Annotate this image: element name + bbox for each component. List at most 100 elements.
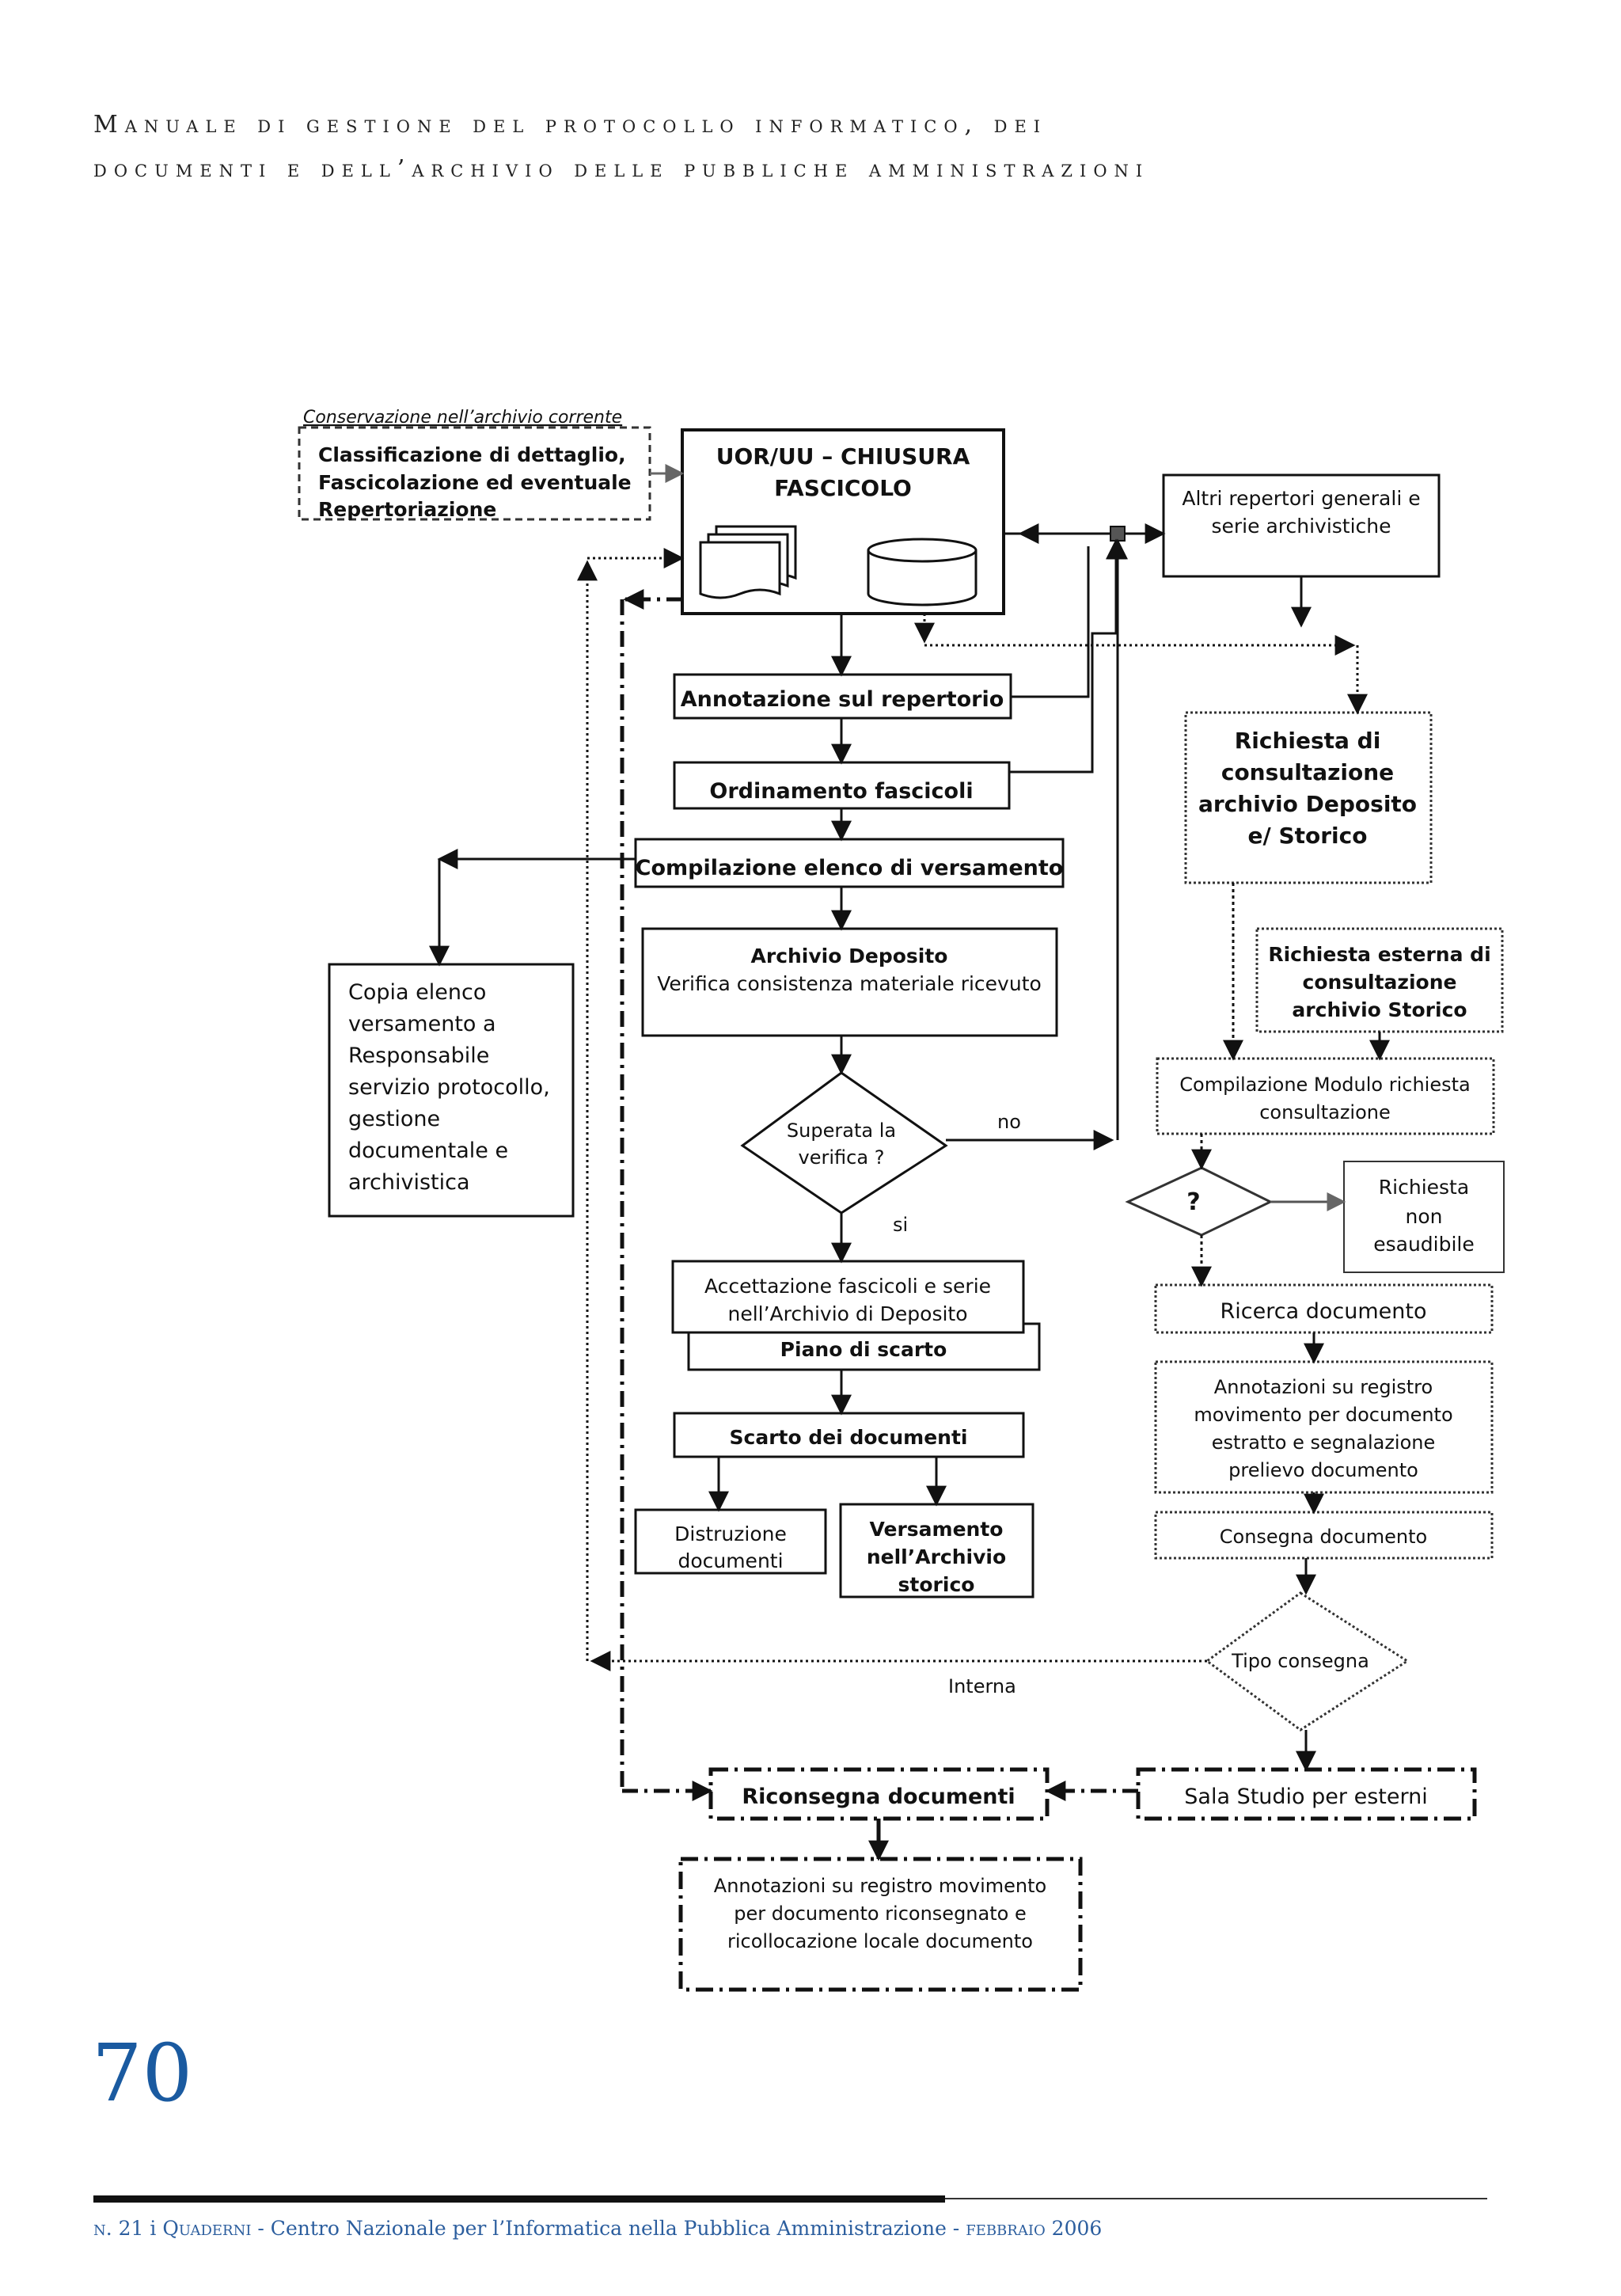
copia-elenco-line-3: Responsabile [348, 1043, 489, 1068]
line-annotazione-junction [1011, 546, 1090, 698]
riconsegna-label: Riconsegna documenti [742, 1785, 1015, 1809]
compilazione-elenco-box: Compilazione elenco di versamento [634, 838, 1065, 888]
annotazioni-registro-line-1: Annotazioni su registro [1214, 1376, 1433, 1398]
accettazione-line-2: nell’Archivio di Deposito [727, 1302, 967, 1325]
richiesta-non-line-2: non [1406, 1205, 1443, 1228]
footer-bar [93, 2195, 945, 2203]
distruzione-documenti-box: Distruzione documenti [634, 1508, 827, 1575]
copia-elenco-line-7: archivistica [348, 1170, 470, 1195]
riconsegna-documenti-box: Riconsegna documenti [708, 1767, 1050, 1821]
uor-title-line-1: UOR/UU – CHIUSURA [716, 443, 970, 469]
distruzione-line-2: documenti [678, 1549, 783, 1572]
copia-elenco-line-2: versamento a [348, 1012, 496, 1036]
footer-year: 2006 [1045, 2217, 1103, 2240]
footer-month: febbraio [966, 2217, 1046, 2240]
accettazione-box: Accettazione fascicoli e serie nell’Arch… [671, 1260, 1025, 1334]
classificazione-box: Conservazione nell’archivio corrente Cla… [298, 408, 651, 521]
verifica-line-1: Superata la [787, 1119, 896, 1142]
classificazione-line-1: Classificazione di dettaglio, [318, 443, 626, 466]
arrow-ordinamento-junction [1009, 538, 1126, 774]
copia-elenco-line-1: Copia elenco [348, 980, 486, 1005]
verifica-decision: Superata la verifica ? [740, 1071, 948, 1215]
header-title-line-1: Manuale di gestione del protocollo infor… [93, 111, 1048, 139]
compilazione-modulo-line-1: Compilazione Modulo richiesta [1179, 1074, 1470, 1096]
annotazioni-registro-box: Annotazioni su registro movimento per do… [1154, 1360, 1494, 1494]
archivio-deposito-box: Archivio Deposito Verifica consistenza m… [641, 927, 1058, 1037]
sala-studio-box: Sala Studio per esterni [1136, 1767, 1477, 1821]
annotazione-repertorio-label: Annotazione sul repertorio [681, 687, 1004, 712]
annotazioni-riconsegna-line-2: per documento riconsegnato e [734, 1903, 1026, 1925]
consegna-documento-box: Consegna documento [1154, 1511, 1494, 1560]
copia-elenco-line-6: documentale e [348, 1138, 508, 1163]
annotazioni-registro-line-4: prelievo documento [1228, 1459, 1418, 1481]
classificazione-line-3: Repertoriazione [318, 498, 496, 521]
classificazione-line-2: Fascicolazione ed eventuale [318, 471, 632, 494]
richiesta-consultazione-box: Richiesta di consultazione archivio Depo… [1184, 711, 1433, 884]
tipo-consegna-label: Tipo consegna [1231, 1650, 1369, 1672]
footer-rule [945, 2198, 1487, 2199]
richiesta-non-line-3: esaudibile [1373, 1233, 1475, 1256]
page-number: 70 [92, 2027, 193, 2119]
richiesta-esterna-line-3: archivio Storico [1292, 998, 1467, 1021]
ricerca-documento-box: Ricerca documento [1154, 1283, 1494, 1334]
footer-publisher: - Centro Nazionale per l’Informatica nel… [251, 2217, 966, 2240]
footer: n. 21 i Quaderni - Centro Nazionale per … [93, 2217, 1102, 2240]
altri-repertori-box: Altri repertori generali e serie archivi… [1162, 473, 1441, 578]
annotazione-repertorio-box: Annotazione sul repertorio [673, 673, 1012, 720]
footer-series: Quaderni [162, 2217, 252, 2240]
altri-repertori-line-2: serie archivistiche [1211, 515, 1391, 538]
scarto-documenti-box: Scarto dei documenti [673, 1412, 1025, 1458]
piano-scarto-label: Piano di scarto [780, 1338, 947, 1361]
junction-square [1110, 526, 1126, 542]
accettazione-line-1: Accettazione fascicoli e serie [704, 1275, 991, 1298]
ricerca-label: Ricerca documento [1220, 1299, 1427, 1324]
copia-elenco-box: Copia elenco versamento a Responsabile s… [328, 963, 575, 1218]
uor-title-line-2: FASCICOLO [774, 475, 912, 501]
annotazioni-registro-line-3: estratto e segnalazione [1212, 1431, 1436, 1454]
richiesta-esterna-line-2: consultazione [1303, 971, 1457, 994]
versamento-storico-line-1: Versamento [870, 1518, 1004, 1541]
richiesta-esterna-box: Richiesta esterna di consultazione archi… [1255, 927, 1504, 1033]
copia-elenco-line-5: gestione [348, 1107, 440, 1131]
footer-sep: i [143, 2217, 163, 2240]
tipo-consegna-decision: Tipo consegna [1205, 1591, 1410, 1732]
verifica-line-2: verifica ? [799, 1146, 885, 1169]
si-label: si [893, 1214, 908, 1236]
richiesta-esterna-line-1: Richiesta esterna di [1268, 943, 1490, 966]
ordinamento-label: Ordinamento fascicoli [709, 779, 973, 804]
richiesta-non-esaudibile-box: Richiesta non esaudibile [1343, 1161, 1505, 1273]
distruzione-line-1: Distruzione [674, 1522, 787, 1545]
annotazioni-riconsegna-line-3: ricollocazione locale documento [727, 1930, 1033, 1952]
database-icon [867, 538, 978, 606]
archivio-deposito-line-2: Verifica consistenza materiale ricevuto [657, 972, 1042, 995]
header-title-line-2: documenti e dell’archivio delle pubblich… [93, 155, 1150, 183]
richiesta-non-line-1: Richiesta [1379, 1176, 1469, 1199]
ordinamento-fascicoli-box: Ordinamento fascicoli [673, 761, 1011, 810]
annotazioni-registro-line-2: movimento per documento [1194, 1404, 1452, 1426]
compilazione-modulo-box: Compilazione Modulo richiesta consultazi… [1156, 1057, 1495, 1135]
richiesta-consultazione-line-2: consultazione [1221, 759, 1394, 785]
versamento-storico-line-3: storico [898, 1573, 975, 1596]
richiesta-consultazione-line-1: Richiesta di [1235, 728, 1381, 754]
annotazioni-riconsegna-box: Annotazioni su registro movimento per do… [678, 1857, 1083, 1992]
question-decision: ? [1125, 1166, 1274, 1237]
compilazione-modulo-line-2: consultazione [1259, 1101, 1391, 1123]
annotazioni-riconsegna-line-1: Annotazioni su registro movimento [714, 1875, 1046, 1897]
archivio-deposito-line-1: Archivio Deposito [751, 945, 948, 967]
compilazione-elenco-label: Compilazione elenco di versamento [636, 856, 1064, 880]
document-stack-icon [699, 525, 797, 599]
footer-issue: n. 21 [93, 2217, 144, 2240]
interna-label: Interna [948, 1675, 1016, 1697]
conservazione-label: Conservazione nell’archivio corrente [303, 408, 622, 428]
altri-repertori-line-1: Altri repertori generali e [1182, 487, 1420, 510]
sala-studio-label: Sala Studio per esterni [1184, 1785, 1427, 1809]
scarto-label: Scarto dei documenti [730, 1426, 968, 1449]
richiesta-consultazione-line-3: archivio Deposito [1198, 791, 1417, 817]
no-label: no [997, 1111, 1021, 1133]
question-mark: ? [1186, 1188, 1200, 1216]
copia-elenco-line-4: servizio protocollo, [348, 1075, 550, 1100]
richiesta-consultazione-line-4: e/ Storico [1248, 823, 1368, 849]
versamento-storico-box: Versamento nell’Archivio storico [839, 1503, 1034, 1598]
